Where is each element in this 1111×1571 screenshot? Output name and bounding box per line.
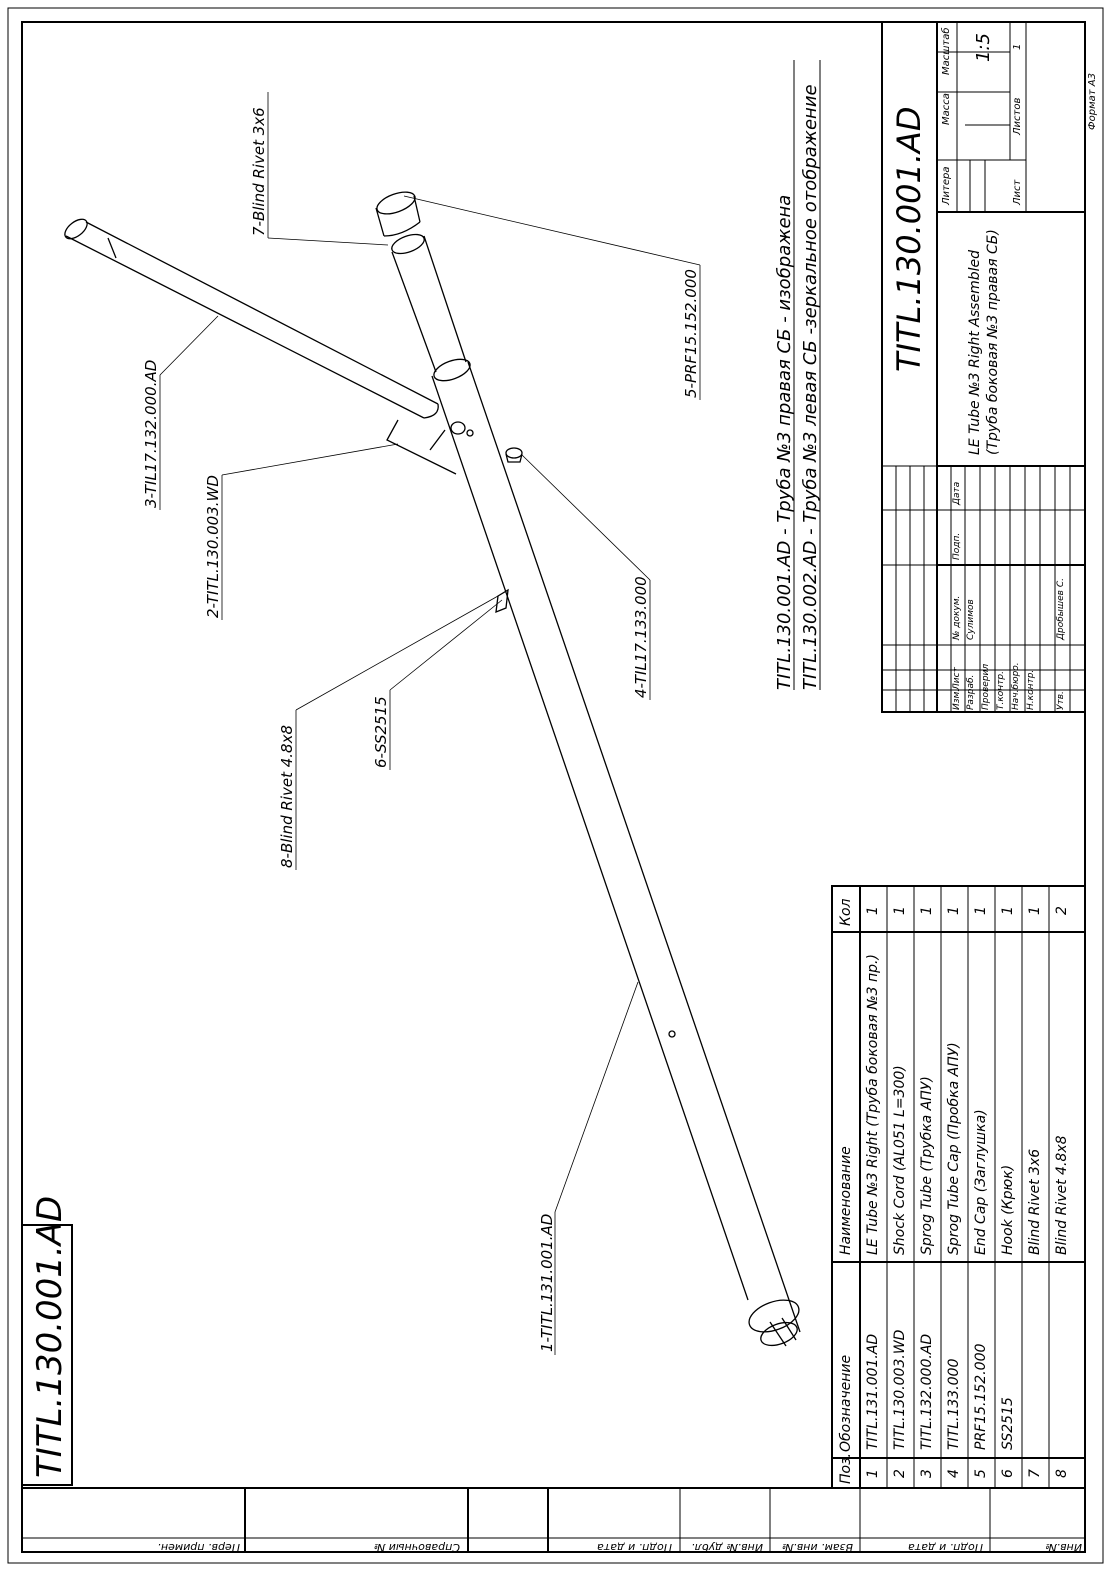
bom-qty: 1	[973, 906, 989, 915]
tb-role: Н.контр.	[1026, 669, 1036, 710]
bom-pos: 4	[946, 1469, 962, 1478]
bom-header: Обозначение	[838, 1354, 854, 1452]
bom-designation: TITL.132.000.AD	[919, 1333, 935, 1450]
callout-label: 6-SS2515	[372, 696, 390, 768]
margin-label: Подп. и дата	[597, 1541, 672, 1554]
bom-qty: 2	[1054, 906, 1070, 915]
drawing-note: TITL.130.001.AD - Труба №3 правая СБ - и…	[774, 194, 795, 690]
part-name: (Труба боковая №3 правая СБ)	[985, 229, 1001, 455]
big-stamp: TITL.130.001.AD	[30, 1195, 70, 1478]
format-label: Формат А3	[1087, 73, 1098, 130]
bom-pos: 1	[865, 1469, 881, 1478]
bom-pos: 8	[1054, 1469, 1070, 1478]
bom-qty: 1	[1027, 906, 1043, 915]
bom-qty: 1	[946, 906, 962, 915]
callout-label: 3-TIL17.132.000.AD	[142, 359, 160, 508]
tb-label: Масса	[941, 93, 952, 125]
tb-role: Нач.бюро.	[1011, 662, 1021, 710]
tb-person: Дробышев С.	[1056, 578, 1066, 640]
callout-label: 5-PRF15.152.000	[682, 269, 700, 398]
tb-role: Разраб.	[966, 674, 976, 710]
bom-qty: 1	[1000, 906, 1016, 915]
tb-header: № докум.	[952, 595, 962, 640]
bom-pos: 2	[892, 1469, 908, 1478]
bom-qty: 1	[892, 906, 908, 915]
tb-label: Литера	[941, 166, 952, 205]
part-name: LE Tube №3 Right Assembled	[967, 250, 983, 455]
tb-role: Проверил	[981, 663, 991, 710]
callout-label: 1-TITL.131.001.AD	[538, 1213, 556, 1352]
bom-qty: 1	[865, 906, 881, 915]
designation: TITL.130.001.AD	[890, 106, 928, 372]
tb-label: Масштаб	[941, 27, 952, 75]
margin-label: Подп. и дата	[908, 1541, 983, 1554]
margin-label: Справочный №	[373, 1541, 460, 1554]
bom-designation: TITL.131.001.AD	[865, 1333, 881, 1450]
tb-role: Т.контр.	[996, 670, 1006, 710]
margin-label: Перв. примен.	[157, 1541, 240, 1554]
tb-person: Сулимов	[966, 599, 976, 640]
drawing-note: TITL.130.002.AD - Труба №3 левая СБ -зер…	[800, 84, 821, 690]
tb-role: Утв.	[1056, 691, 1066, 710]
tb-header: Подп.	[952, 532, 962, 560]
sheet-count: 1	[1012, 43, 1023, 50]
bom-designation: PRF15.152.000	[973, 1343, 989, 1450]
callout-label: 8-Blind Rivet 4.8x8	[278, 725, 296, 868]
bom-name: Sprog Tube Cap (Пробка АПУ)	[946, 1042, 962, 1255]
bom-header: Наименование	[838, 1146, 854, 1255]
bom-pos: 6	[1000, 1469, 1016, 1478]
bom-pos: 5	[973, 1469, 989, 1478]
bom-pos: 3	[919, 1469, 935, 1478]
tb-label: Лист	[1012, 179, 1023, 205]
tb-header: Изм.	[952, 688, 962, 710]
bom-name: Sprog Tube (Трубка АПУ)	[919, 1076, 935, 1255]
bom-pos: 7	[1027, 1469, 1043, 1478]
bom-name: LE Tube №3 Right (Труба боковая №3 пр.)	[865, 954, 881, 1255]
bom-header: Поз.	[838, 1453, 854, 1484]
callout-label: 4-TIL17.133.000	[632, 576, 650, 698]
scale-value: 1:5	[973, 33, 994, 62]
callout-label: 2-TITL.130.003.WD	[204, 475, 222, 618]
bom-designation: TITL.133.000	[946, 1358, 962, 1450]
tb-header: Дата	[952, 481, 962, 505]
bom-qty: 1	[919, 906, 935, 915]
margin-label: Взам. инв.№	[781, 1541, 853, 1554]
tb-label: Листов	[1012, 97, 1023, 135]
margin-label: Инв.№ дубл.	[691, 1541, 763, 1554]
bom-name: Hook (Крюк)	[1000, 1164, 1016, 1255]
margin-label: Инв.№	[1045, 1541, 1082, 1554]
bom-name: End Cap (Заглушка)	[973, 1109, 989, 1255]
bom-header: Кол	[838, 898, 854, 926]
bom-designation: SS2515	[1000, 1397, 1016, 1450]
bom-name: Blind Rivet 4.8x8	[1054, 1135, 1070, 1255]
bom-name: Blind Rivet 3x6	[1027, 1148, 1043, 1255]
tb-header: Лист	[952, 667, 962, 690]
bom-name: Shock Cord (AL051 L=300)	[892, 1065, 908, 1255]
bom-designation: TITL.130.003.WD	[892, 1329, 908, 1450]
callout-label: 7-Blind Rivet 3x6	[250, 107, 268, 236]
